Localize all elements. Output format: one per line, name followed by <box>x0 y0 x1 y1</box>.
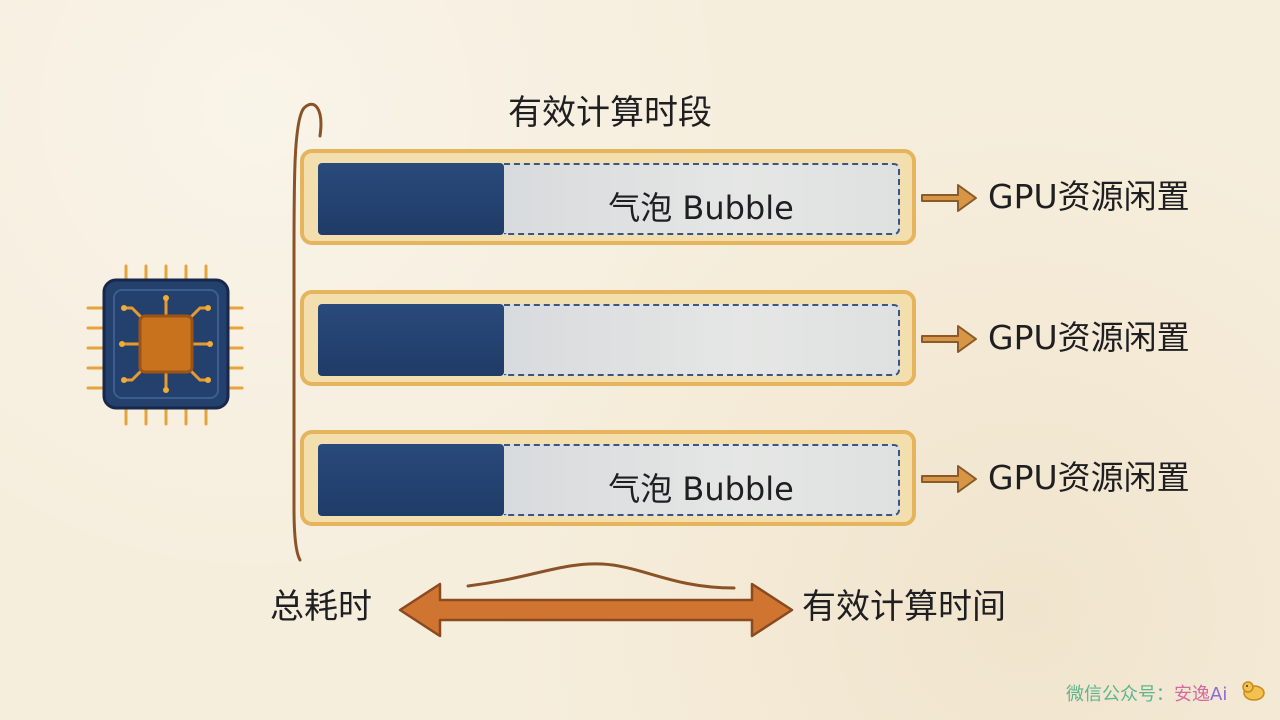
compute-block <box>318 163 504 235</box>
mascot-icon <box>1242 681 1265 701</box>
gpu-idle-label-1: GPU资源闲置 <box>988 177 1190 216</box>
watermark: 微信公众号：安逸Ai <box>1066 680 1227 706</box>
watermark-suffix: Ai <box>1210 684 1228 705</box>
gpu-chip-icon <box>86 264 244 426</box>
right-arrow-icon <box>921 184 977 212</box>
pipeline-stage-row-3: 气泡 Bubble <box>300 430 916 526</box>
curve-decoration <box>466 562 736 590</box>
bubble-label: 气泡 Bubble <box>608 189 794 227</box>
effective-period-heading: 有效计算时段 <box>508 93 712 133</box>
bubble-label: 气泡 Bubble <box>608 470 794 508</box>
watermark-prefix: 微信公众号： <box>1066 684 1174 705</box>
pipeline-stage-row-2 <box>300 290 916 386</box>
compute-block <box>318 444 504 516</box>
right-arrow-icon <box>921 325 977 353</box>
bracket-icon <box>292 102 323 562</box>
gpu-idle-label-2: GPU资源闲置 <box>988 318 1190 357</box>
right-arrow-icon <box>921 465 977 493</box>
bubble-block <box>504 304 900 376</box>
double-arrow-icon <box>398 582 794 638</box>
gpu-idle-label-3: GPU资源闲置 <box>988 458 1190 497</box>
total-time-label: 总耗时 <box>270 587 372 627</box>
effective-compute-time-label: 有效计算时间 <box>802 587 1006 627</box>
bubble-block: 气泡 Bubble <box>504 444 900 516</box>
pipeline-stage-row-1: 气泡 Bubble <box>300 149 916 245</box>
watermark-name: 安逸 <box>1174 684 1210 705</box>
bubble-block: 气泡 Bubble <box>504 163 900 235</box>
compute-block <box>318 304 504 376</box>
